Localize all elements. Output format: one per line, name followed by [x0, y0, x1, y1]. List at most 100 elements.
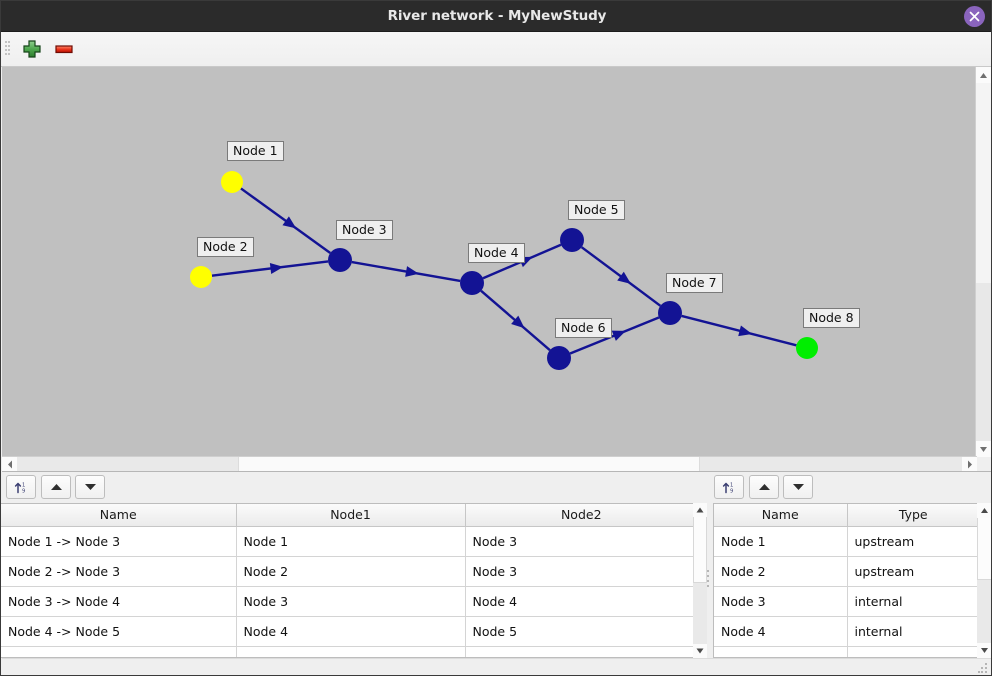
column-header-node2[interactable]: Node2 [465, 504, 696, 527]
table-cell[interactable]: Node 4 [714, 616, 848, 647]
toolbar-grip[interactable] [5, 41, 10, 58]
table-cell[interactable]: Node 3 -> Node 4 [1, 586, 237, 617]
graph-vertical-scrollbar[interactable] [975, 67, 991, 457]
nodes-scroll-up-button[interactable] [977, 503, 991, 518]
graph-node-label-node-7[interactable]: Node 7 [666, 273, 723, 293]
table-cell[interactable]: internal [847, 616, 977, 647]
graph-hscroll-thumb[interactable] [238, 457, 700, 471]
table-cell[interactable]: Node 1 [714, 526, 848, 557]
table-cell[interactable]: Node 3 [465, 526, 696, 557]
graph-edge[interactable] [240, 187, 331, 254]
table-cell[interactable]: Node 2 [714, 556, 848, 587]
table-cell[interactable]: Node 3 [714, 586, 848, 617]
nodes-table-toolbar: 1 9 [714, 475, 814, 501]
graph-node-label-node-3[interactable]: Node 3 [336, 220, 393, 240]
table-cell[interactable]: Node 4 [465, 586, 696, 617]
graph-node-label-node-8[interactable]: Node 8 [803, 308, 860, 328]
svg-text:1: 1 [730, 482, 733, 488]
table-cell-empty [714, 646, 848, 657]
graph-vscroll-thumb[interactable] [976, 83, 991, 283]
svg-text:1: 1 [22, 482, 25, 488]
graph-edge[interactable] [211, 260, 329, 277]
close-icon[interactable] [964, 6, 985, 27]
network-graph-canvas[interactable] [2, 67, 992, 457]
delete-node-icon[interactable] [51, 36, 77, 62]
graph-node-node-3[interactable] [328, 248, 352, 272]
table-row-empty [714, 646, 977, 657]
tables-splitter[interactable] [707, 570, 711, 592]
links-scroll-down-button[interactable] [693, 644, 707, 658]
table-cell[interactable]: internal [847, 586, 977, 617]
title-bar: River network - MyNewStudy [1, 1, 991, 32]
nodes-table-scrollbar[interactable] [977, 503, 991, 658]
nodes-sort-button[interactable]: 1 9 [714, 475, 744, 499]
scroll-left-button[interactable] [2, 457, 17, 471]
graph-node-node-4[interactable] [460, 271, 484, 295]
graph-node-label-node-2[interactable]: Node 2 [197, 237, 254, 257]
network-graph-panel[interactable]: Node 1 Node 2 Node 3 Node 4 Node 5 Node 6 Node… [2, 67, 992, 457]
column-header-type[interactable]: Type [847, 504, 977, 527]
nodes-move-up-button[interactable] [749, 475, 779, 499]
graph-node-label-node-1[interactable]: Node 1 [227, 141, 284, 161]
graph-node-label-node-5[interactable]: Node 5 [568, 200, 625, 220]
table-cell[interactable]: Node 5 [465, 616, 696, 647]
graph-node-node-7[interactable] [658, 301, 682, 325]
window-title: River network - MyNewStudy [387, 8, 607, 24]
scroll-down-button[interactable] [976, 441, 991, 457]
add-node-icon[interactable] [19, 36, 45, 62]
column-header-node1[interactable]: Node1 [236, 504, 466, 527]
table-cell[interactable]: Node 3 [465, 556, 696, 587]
graph-node-node-8[interactable] [796, 337, 818, 359]
links-scroll-up-button[interactable] [693, 503, 707, 517]
table-row-empty [1, 646, 696, 657]
graph-node-node-2[interactable] [190, 266, 212, 288]
table-cell[interactable]: upstream [847, 526, 977, 557]
graph-edge[interactable] [681, 314, 797, 347]
scroll-up-button[interactable] [976, 67, 991, 83]
table-cell[interactable]: Node 1 -> Node 3 [1, 526, 237, 557]
table-cell[interactable]: upstream [847, 556, 977, 587]
graph-node-label-node-4[interactable]: Node 4 [468, 243, 525, 263]
table-cell[interactable]: Node 3 [236, 586, 466, 617]
links-sort-button[interactable]: 1 9 [6, 475, 36, 499]
links-move-up-button[interactable] [41, 475, 71, 499]
resize-grip[interactable] [978, 663, 988, 673]
nodes-scroll-thumb[interactable] [977, 518, 991, 580]
column-header-name[interactable]: Name [714, 504, 848, 527]
column-header-name[interactable]: Name [1, 504, 237, 527]
scroll-right-button[interactable] [962, 457, 977, 471]
table-cell[interactable]: Node 2 [236, 556, 466, 587]
table-cell[interactable]: Node 4 [236, 616, 466, 647]
graph-edge-arrow [282, 216, 297, 229]
table-cell[interactable]: Node 2 -> Node 3 [1, 556, 237, 587]
svg-text:9: 9 [22, 488, 25, 494]
graph-node-node-6[interactable] [547, 346, 571, 370]
graph-node-label-node-6[interactable]: Node 6 [555, 318, 612, 338]
table-cell[interactable]: Node 1 [236, 526, 466, 557]
graph-node-node-5[interactable] [560, 228, 584, 252]
graph-edge-arrow [611, 330, 626, 341]
links-table-scrollbar[interactable] [693, 503, 707, 658]
graph-edge[interactable] [351, 260, 461, 283]
table-cell[interactable]: Node 4 -> Node 5 [1, 616, 237, 647]
status-strip [2, 658, 991, 675]
nodes-scroll-down-button[interactable] [977, 643, 991, 658]
graph-horizontal-scrollbar[interactable] [2, 456, 977, 471]
graph-node-node-1[interactable] [221, 171, 243, 193]
links-scroll-thumb[interactable] [693, 517, 707, 583]
nodes-move-down-button[interactable] [783, 475, 813, 499]
links-move-down-button[interactable] [75, 475, 105, 499]
